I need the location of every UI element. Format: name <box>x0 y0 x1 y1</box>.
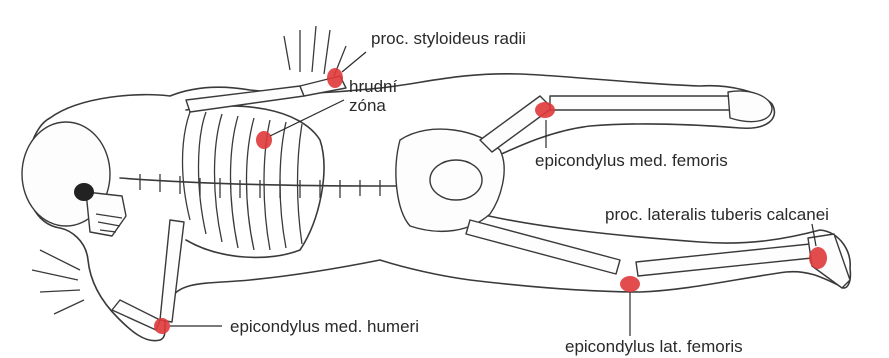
upper-leg-top <box>480 91 772 152</box>
label-proc-styloideus: proc. styloideus radii <box>371 30 526 47</box>
marker-proc-lateralis <box>809 247 827 269</box>
label-epicondylus-lat-femoris: epicondylus lat. femoris <box>565 338 743 355</box>
skull <box>22 122 126 236</box>
marker-epicondylus-med-humeri <box>154 318 170 334</box>
lower-leg-bottom <box>466 220 850 288</box>
marker-hrudni-zona <box>256 131 272 149</box>
marker-proc-styloideus <box>327 68 343 88</box>
marker-epicondylus-med-femoris <box>535 102 555 118</box>
label-epicondylus-med-humeri: epicondylus med. humeri <box>230 318 419 335</box>
label-proc-lateralis: proc. lateralis tuberis calcanei <box>605 206 829 223</box>
upper-arm-top <box>186 26 346 112</box>
label-hrudni-line2: zóna <box>349 97 386 114</box>
lower-arm-bottom <box>32 220 184 330</box>
label-hrudni-line1: hrudní <box>349 78 397 95</box>
rib-cage <box>183 106 324 257</box>
marker-epicondylus-lat-femoris <box>620 276 640 292</box>
label-epicondylus-med-femoris: epicondylus med. femoris <box>535 152 728 169</box>
